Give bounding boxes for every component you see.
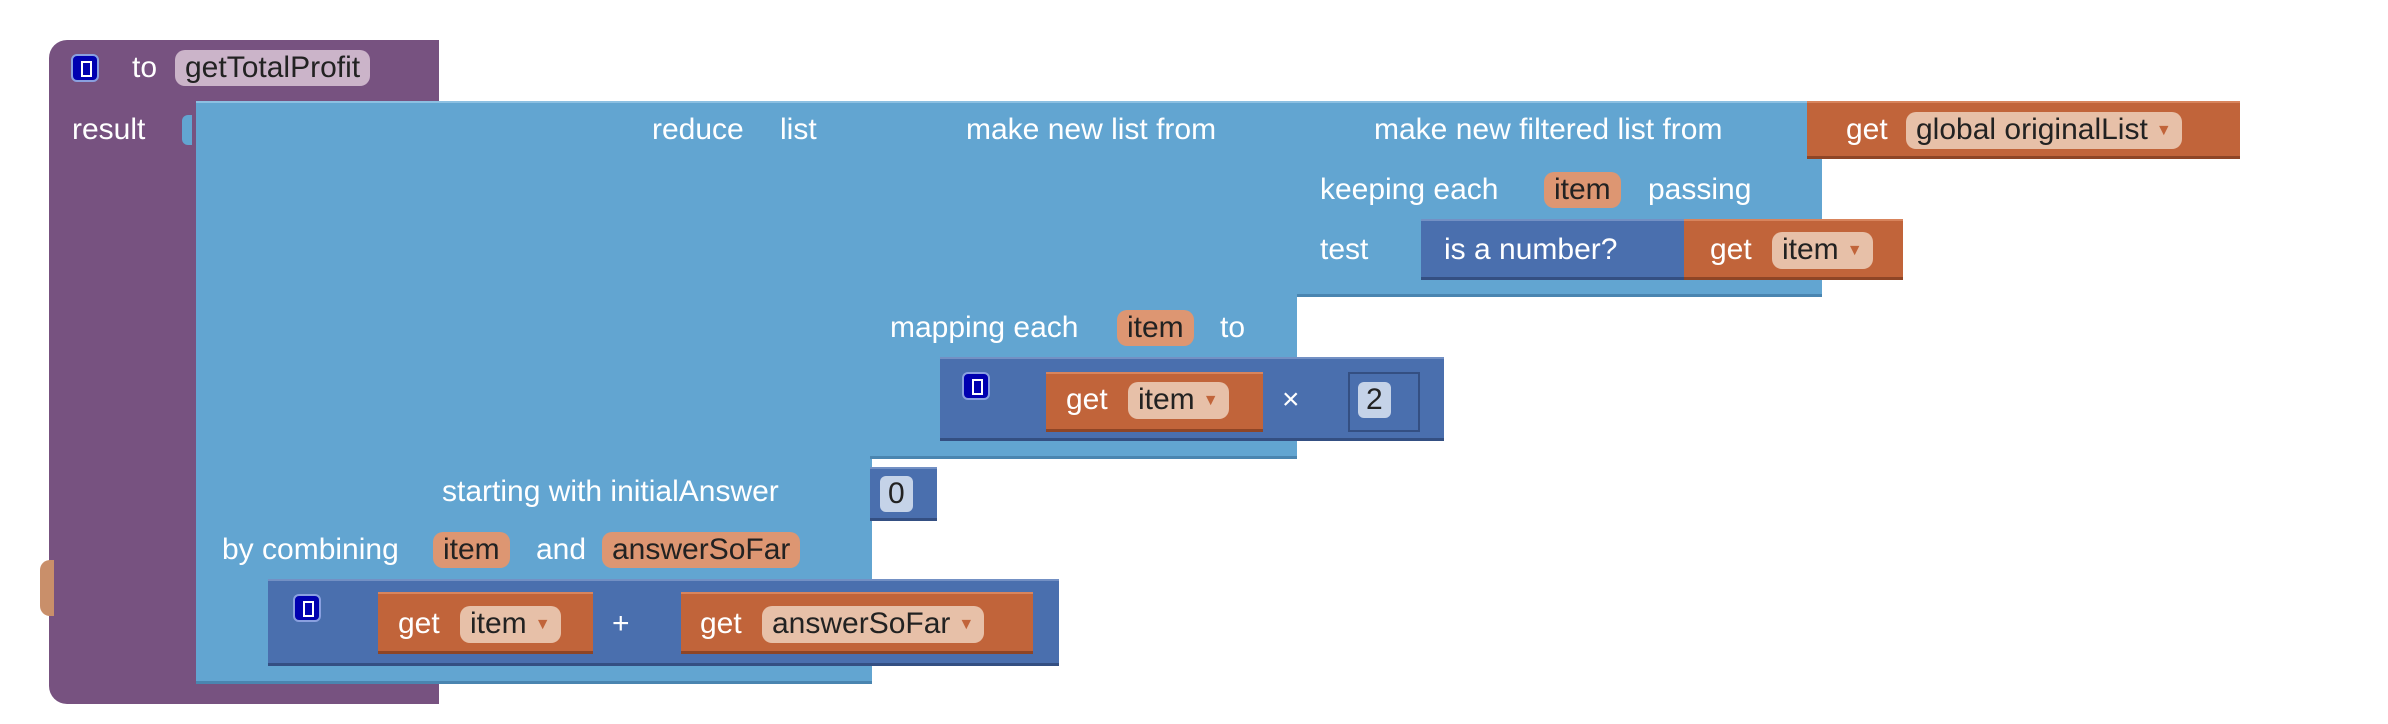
mapping-label: mapping each bbox=[890, 311, 1079, 344]
mutator-icon[interactable] bbox=[293, 594, 321, 622]
reduce-notch bbox=[182, 115, 192, 145]
variable-dropdown[interactable]: global originalList ▼ bbox=[1906, 112, 2182, 150]
variable-dropdown[interactable]: item ▼ bbox=[1128, 382, 1229, 420]
start-label: starting with initialAnswer bbox=[442, 475, 779, 508]
mutator-icon[interactable] bbox=[962, 372, 990, 400]
filter-var[interactable]: item bbox=[1544, 172, 1621, 208]
dropdown-arrow-icon: ▼ bbox=[958, 616, 975, 634]
variable-dropdown[interactable]: item ▼ bbox=[460, 606, 561, 644]
combine-label: by combining bbox=[222, 533, 399, 566]
map-label: make new list from bbox=[966, 113, 1217, 146]
multiply-operator: × bbox=[1282, 383, 1300, 416]
map-to-label: to bbox=[1220, 311, 1246, 344]
dropdown-arrow-icon: ▼ bbox=[1202, 392, 1219, 410]
and-label: and bbox=[536, 533, 587, 566]
variable-name: item bbox=[1782, 233, 1839, 266]
variable-name: answerSoFar bbox=[772, 607, 951, 640]
number-field[interactable]: 0 bbox=[880, 476, 913, 512]
is-number-block[interactable] bbox=[1421, 219, 1684, 280]
predicate-label: is a number? bbox=[1444, 233, 1618, 266]
combine-var-answersofar[interactable]: answerSoFar bbox=[602, 532, 801, 568]
variable-dropdown[interactable]: item ▼ bbox=[1772, 232, 1873, 270]
add-operator: + bbox=[612, 607, 630, 640]
get-label: get bbox=[700, 607, 742, 640]
map-var[interactable]: item bbox=[1117, 310, 1194, 346]
procedure-notch bbox=[40, 560, 54, 616]
procedure-keyword: to bbox=[132, 51, 158, 84]
filter-label: make new filtered list from bbox=[1374, 113, 1723, 146]
combine-var-item[interactable]: item bbox=[433, 532, 510, 568]
get-label: get bbox=[398, 607, 440, 640]
get-label: get bbox=[1846, 113, 1888, 146]
mutator-icon[interactable] bbox=[71, 54, 99, 82]
reduce-label: reduce bbox=[652, 113, 744, 146]
result-label: result bbox=[72, 113, 146, 146]
variable-dropdown[interactable]: answerSoFar ▼ bbox=[762, 606, 985, 644]
variable-name: item bbox=[470, 607, 527, 640]
dropdown-arrow-icon: ▼ bbox=[534, 616, 551, 634]
passing-label: passing bbox=[1648, 173, 1752, 206]
variable-name: item bbox=[1138, 383, 1195, 416]
variable-name: global originalList bbox=[1916, 113, 2148, 146]
list-label: list bbox=[780, 113, 817, 146]
keeping-label: keeping each bbox=[1320, 173, 1499, 206]
get-label: get bbox=[1710, 233, 1752, 266]
dropdown-arrow-icon: ▼ bbox=[2155, 122, 2172, 140]
dropdown-arrow-icon: ▼ bbox=[1846, 242, 1863, 260]
number-field[interactable]: 2 bbox=[1358, 382, 1391, 418]
test-label: test bbox=[1320, 233, 1369, 266]
procedure-name-field[interactable]: getTotalProfit bbox=[175, 50, 371, 86]
get-label: get bbox=[1066, 383, 1108, 416]
